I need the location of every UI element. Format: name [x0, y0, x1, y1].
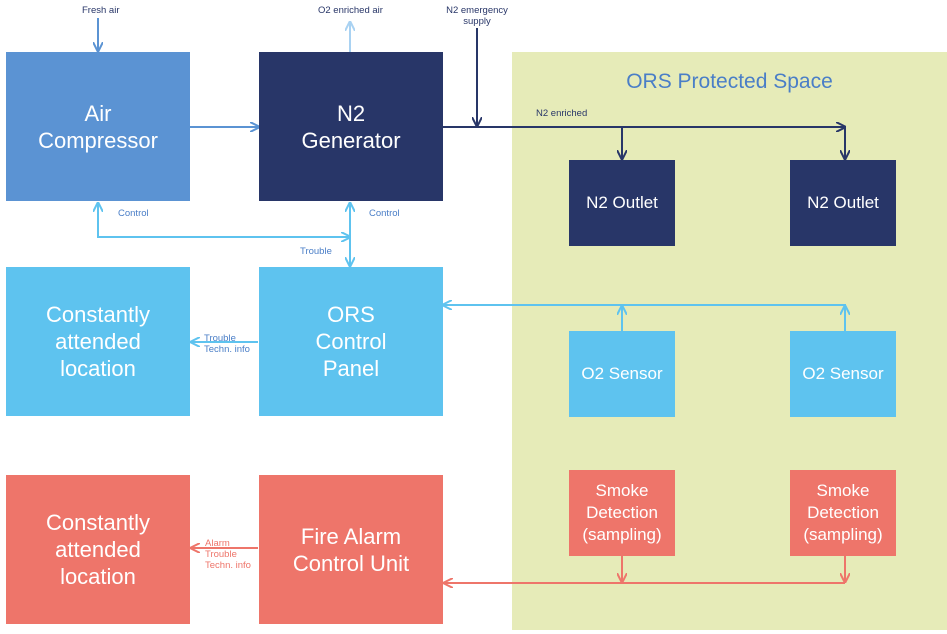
smoke-detection-1-box: Smoke Detection (sampling) — [569, 470, 675, 556]
n2-outlet-1-label: N2 Outlet — [586, 193, 658, 212]
protected-space-title: ORS Protected Space — [626, 70, 833, 93]
air-compressor-box: Air Compressor — [6, 52, 190, 201]
ors-attended-location-box: Constantly attended location — [6, 267, 190, 416]
fire-alarm-control-unit-box: Fire Alarm Control Unit — [259, 475, 443, 624]
control-compressor-link — [98, 203, 350, 237]
smoke-detection-1-label: Smoke Detection (sampling) — [582, 481, 662, 544]
n2-generator-label: N2 Generator — [301, 100, 401, 153]
smoke-detection-2-box: Smoke Detection (sampling) — [790, 470, 896, 556]
n2-emergency-supply-label: N2 emergency supply — [446, 5, 508, 27]
fire-alarm-control-unit-label: Fire Alarm Control Unit — [292, 523, 410, 576]
fire-attended-location-label: Constantly attended location — [46, 510, 150, 589]
o2-enriched-air-label: O2 enriched air — [318, 5, 383, 16]
control-left-label: Control — [118, 208, 149, 219]
n2-enriched-label: N2 enriched — [536, 108, 588, 119]
ors-attended-location-label: Constantly attended location — [46, 302, 150, 381]
o2-sensor-2-box: O2 Sensor — [790, 331, 896, 417]
fire-attended-location-box: Constantly attended location — [6, 475, 190, 624]
trouble-label: Trouble — [300, 246, 332, 257]
ors-trouble-info-label: Trouble Techn. info — [204, 333, 250, 355]
o2-sensor-1-label: O2 Sensor — [581, 364, 663, 383]
o2-sensor-2-label: O2 Sensor — [802, 364, 884, 383]
o2-sensor-1-box: O2 Sensor — [569, 331, 675, 417]
n2-generator-box: N2 Generator — [259, 52, 443, 201]
ors-control-panel-box: ORS Control Panel — [259, 267, 443, 416]
ors-control-panel-label: ORS Control Panel — [315, 302, 387, 381]
n2-outlet-2-label: N2 Outlet — [807, 193, 879, 212]
n2-outlet-1-box: N2 Outlet — [569, 160, 675, 246]
fire-alarm-info-label: Alarm Trouble Techn. info — [205, 538, 251, 571]
smoke-detection-2-label: Smoke Detection (sampling) — [803, 481, 883, 544]
fresh-air-label: Fresh air — [82, 5, 120, 16]
control-right-label: Control — [369, 208, 400, 219]
n2-outlet-2-box: N2 Outlet — [790, 160, 896, 246]
air-compressor-label: Air Compressor — [38, 100, 158, 153]
